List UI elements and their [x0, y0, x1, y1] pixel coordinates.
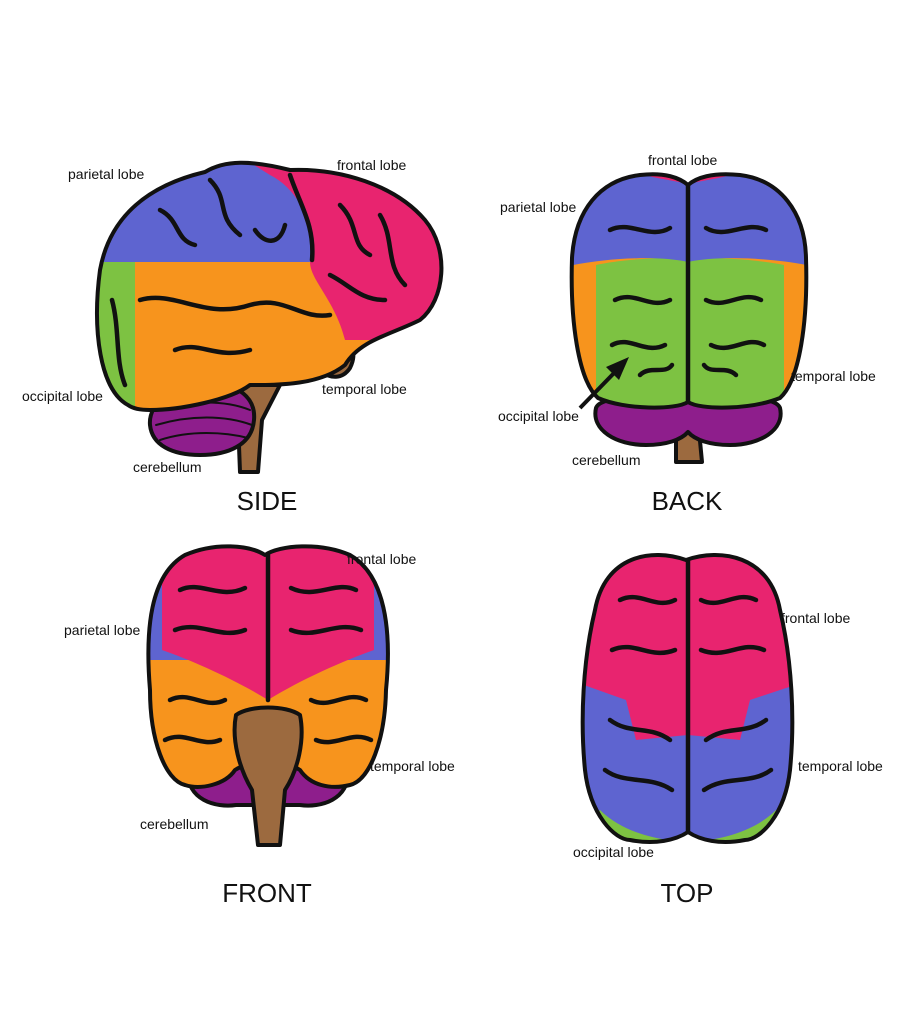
- back-gyri-folds: [607, 182, 769, 405]
- side-title: SIDE: [237, 486, 298, 516]
- side-label-cerebellum: cerebellum: [133, 459, 201, 475]
- back-label-temporal: temporal lobe: [791, 368, 876, 384]
- side-view: parietal lobe frontal lobe occipital lob…: [22, 157, 444, 516]
- front-brainstem: [232, 705, 304, 847]
- side-gyri-folds: [109, 172, 408, 388]
- front-cerebrum-outline: [146, 544, 390, 789]
- front-label-cerebellum: cerebellum: [140, 816, 208, 832]
- front-label-frontal: frontal lobe: [347, 551, 416, 567]
- back-arrow-icon: [578, 357, 629, 410]
- front-gyri-folds: [162, 552, 374, 745]
- top-view: frontal lobe temporal lobe occipital lob…: [573, 553, 883, 908]
- side-label-frontal: frontal lobe: [337, 157, 406, 173]
- front-view: frontal lobe parietal lobe temporal lobe…: [64, 544, 455, 908]
- front-label-temporal: temporal lobe: [370, 758, 455, 774]
- top-title: TOP: [661, 878, 714, 908]
- top-label-frontal: frontal lobe: [781, 610, 850, 626]
- side-label-occipital: occipital lobe: [22, 388, 103, 404]
- top-label-occipital: occipital lobe: [573, 844, 654, 860]
- back-label-frontal: frontal lobe: [648, 152, 717, 168]
- back-cerebrum-outline: [569, 172, 809, 410]
- top-gyri-folds: [602, 557, 774, 835]
- back-label-parietal: parietal lobe: [500, 199, 576, 215]
- front-title: FRONT: [222, 878, 312, 908]
- back-label-occipital: occipital lobe: [498, 408, 579, 424]
- side-label-parietal: parietal lobe: [68, 166, 144, 182]
- back-view: frontal lobe parietal lobe temporal lobe…: [498, 152, 876, 516]
- top-label-temporal: temporal lobe: [798, 758, 883, 774]
- side-cerebrum-outline: [95, 160, 444, 412]
- side-label-temporal: temporal lobe: [322, 381, 407, 397]
- back-label-cerebellum: cerebellum: [572, 452, 640, 468]
- front-label-parietal: parietal lobe: [64, 622, 140, 638]
- back-title: BACK: [652, 486, 723, 516]
